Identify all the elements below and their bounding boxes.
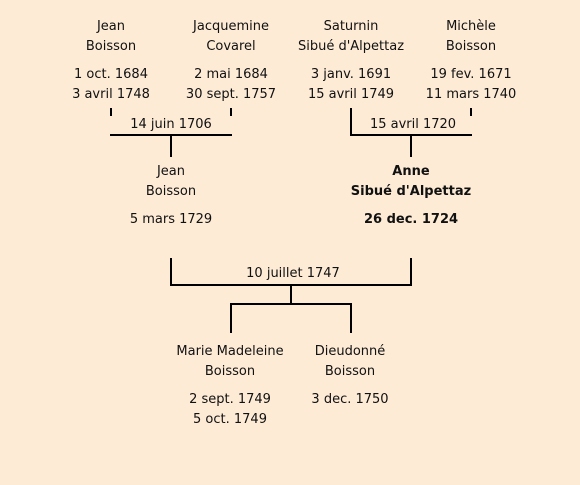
person-card[interactable]: Jean Boisson 1 oct. 1684 3 avril 1748 xyxy=(36,17,186,105)
marriage-date-maternal: 15 avril 1720 xyxy=(352,116,474,134)
person-first-name: Saturnin xyxy=(323,19,379,34)
person-card-selected[interactable]: Anne Sibué d'Alpettaz 26 dec. 1724 xyxy=(336,162,486,230)
person-last-name: Boisson xyxy=(145,184,197,199)
person-first-name: Jean xyxy=(156,164,186,179)
person-birth-date: 1 oct. 1684 xyxy=(74,67,148,82)
person-last-name: Boisson xyxy=(204,364,256,379)
person-last-name: Sibué d'Alpettaz xyxy=(297,39,405,54)
person-last-name: Covarel xyxy=(206,39,256,54)
person-last-name: Boisson xyxy=(324,364,376,379)
person-death-date: 11 mars 1740 xyxy=(425,87,517,102)
person-first-name: Marie Madeleine xyxy=(176,344,284,359)
person-first-name: Dieudonné xyxy=(314,344,386,359)
person-card[interactable]: Dieudonné Boisson 3 dec. 1750 xyxy=(275,342,425,410)
person-card[interactable]: Jacquemine Covarel 2 mai 1684 30 sept. 1… xyxy=(156,17,306,105)
person-first-name: Jacquemine xyxy=(193,19,269,34)
person-death-date: 15 avril 1749 xyxy=(307,87,395,102)
marriage-date-paternal: 14 juin 1706 xyxy=(110,116,232,134)
person-birth-date: 2 sept. 1749 xyxy=(189,392,271,407)
person-last-name: Sibué d'Alpettaz xyxy=(350,184,472,199)
person-birth-date: 5 mars 1729 xyxy=(129,212,213,227)
person-card[interactable]: Saturnin Sibué d'Alpettaz 3 janv. 1691 1… xyxy=(276,17,426,105)
person-last-name: Boisson xyxy=(85,39,137,54)
person-birth-date: 2 mai 1684 xyxy=(194,67,268,82)
person-first-name: Jean xyxy=(96,19,126,34)
person-first-name: Anne xyxy=(392,164,430,179)
person-card[interactable]: Marie Madeleine Boisson 2 sept. 1749 5 o… xyxy=(155,342,305,430)
person-last-name: Boisson xyxy=(445,39,497,54)
person-first-name: Michèle xyxy=(446,19,496,34)
person-birth-date: 3 janv. 1691 xyxy=(310,67,392,82)
person-birth-date: 26 dec. 1724 xyxy=(363,212,459,227)
person-card[interactable]: Jean Boisson 5 mars 1729 xyxy=(96,162,246,230)
person-death-date: 5 oct. 1749 xyxy=(193,412,267,427)
person-birth-date: 3 dec. 1750 xyxy=(311,392,389,407)
person-birth-date: 19 fev. 1671 xyxy=(430,67,512,82)
marriage-date-parents: 10 juillet 1747 xyxy=(231,265,355,283)
person-death-date: 30 sept. 1757 xyxy=(185,87,277,102)
person-card[interactable]: Michèle Boisson 19 fev. 1671 11 mars 174… xyxy=(396,17,546,105)
person-death-date: 3 avril 1748 xyxy=(72,87,150,102)
